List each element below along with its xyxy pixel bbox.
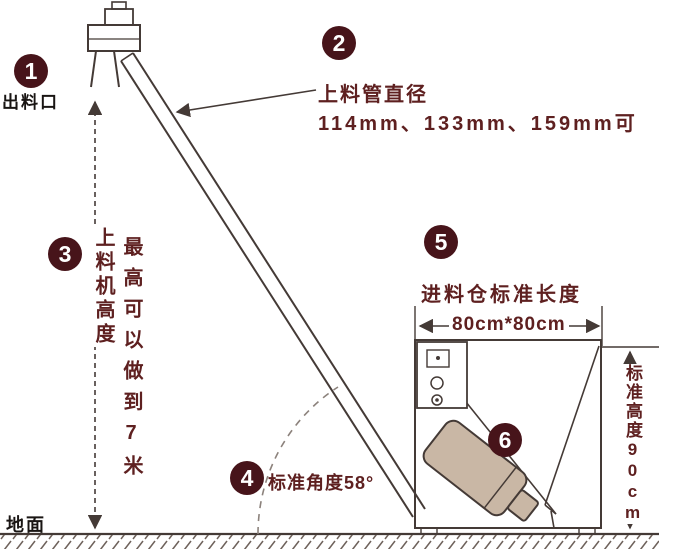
hopper-length-title: 进料仓标准长度 xyxy=(421,284,582,306)
pipe-diameter-options: 114mm、133mm、159mm可 xyxy=(318,113,638,135)
pipe-diameter-title: 上料管直径 xyxy=(318,84,428,106)
callout-2-badge: 2 xyxy=(322,26,356,60)
discharge-spout xyxy=(90,50,120,88)
callout-1-badge: 1 xyxy=(14,54,48,88)
discharge-outlet-label: 出料口 xyxy=(2,93,59,112)
ground-label: 地面 xyxy=(6,515,46,535)
standard-angle-label: 标准角度58° xyxy=(268,473,375,493)
ground-hatching xyxy=(0,535,659,549)
control-panel xyxy=(416,341,468,409)
standard-height-label: 标准高度90cm xyxy=(620,364,645,524)
panel-button xyxy=(431,394,443,406)
feeder-height-label: 上料机高度 xyxy=(89,227,118,347)
conveyor-tube xyxy=(120,52,426,518)
callout-4-badge: 4 xyxy=(230,461,264,495)
pointer-arrow-line xyxy=(175,89,317,118)
hopper-box xyxy=(414,339,602,535)
callout-5-badge: 5 xyxy=(424,225,458,259)
callout-3-badge: 3 xyxy=(48,237,82,271)
callout-6-badge: 6 xyxy=(488,423,522,457)
panel-indicator-dot xyxy=(436,356,440,360)
max-height-label: 最高可以做到7米 xyxy=(117,236,146,486)
drive-motor xyxy=(422,419,539,522)
machine-head xyxy=(87,1,141,88)
angle-arc xyxy=(257,386,339,535)
panel-knob xyxy=(430,376,444,390)
ground-line xyxy=(0,532,659,549)
hopper-dimension-label: 80cm*80cm xyxy=(449,314,569,336)
